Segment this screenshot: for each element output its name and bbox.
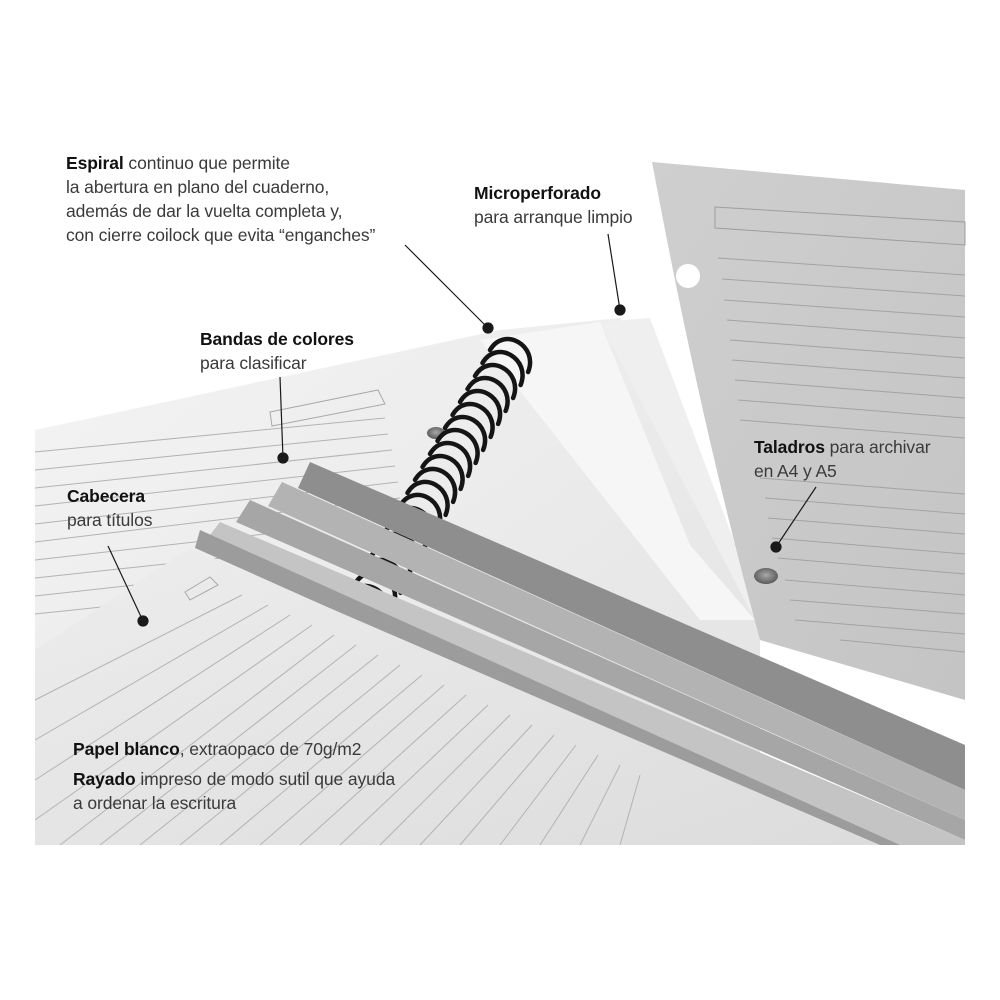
callout-text: además de dar la vuelta completa y, bbox=[66, 201, 343, 221]
callout-microperforado: Microperforado para arranque limpio bbox=[474, 181, 633, 229]
callout-espiral: Espiral continuo que permite la abertura… bbox=[66, 151, 375, 247]
callout-title: Papel blanco bbox=[73, 739, 180, 759]
callout-taladros: Taladros para archivar en A4 y A5 bbox=[754, 435, 931, 483]
callout-bandas: Bandas de colores para clasificar bbox=[200, 327, 354, 375]
leader-dot bbox=[482, 322, 494, 334]
callout-title: Microperforado bbox=[474, 183, 601, 203]
callout-text: en A4 y A5 bbox=[754, 461, 837, 481]
callout-title: Bandas de colores bbox=[200, 329, 354, 349]
callout-text: para títulos bbox=[67, 510, 153, 530]
punch-hole bbox=[754, 568, 778, 584]
callout-text: la abertura en plano del cuaderno, bbox=[66, 177, 330, 197]
callout-cabecera: Cabecera para títulos bbox=[67, 484, 152, 532]
callout-text: impreso de modo sutil que ayuda bbox=[135, 769, 396, 789]
callout-text: para archivar bbox=[824, 437, 931, 457]
callout-text: , extraopaco de 70g/m2 bbox=[179, 739, 362, 759]
callout-rayado: Rayado impreso de modo sutil que ayuda a… bbox=[73, 767, 395, 815]
callout-text: para arranque limpio bbox=[474, 207, 633, 227]
callout-text: continuo que permite bbox=[123, 153, 290, 173]
leader-dot bbox=[614, 304, 626, 316]
callout-papel: Papel blanco, extraopaco de 70g/m2 bbox=[73, 737, 362, 761]
callout-title: Cabecera bbox=[67, 486, 146, 506]
callout-title: Taladros bbox=[754, 437, 825, 457]
lifted-gray-page bbox=[652, 162, 966, 700]
callout-title: Espiral bbox=[66, 153, 124, 173]
callout-text: a ordenar la escritura bbox=[73, 793, 237, 813]
leader-lines bbox=[107, 233, 817, 627]
leader-dot bbox=[770, 541, 782, 553]
leader-dot bbox=[277, 452, 289, 464]
punch-hole bbox=[676, 264, 700, 288]
callout-text: para clasificar bbox=[200, 353, 307, 373]
color-bands bbox=[195, 462, 965, 845]
middle-page bbox=[480, 318, 760, 620]
callout-title: Rayado bbox=[73, 769, 136, 789]
callout-text: con cierre coilock que evita “enganches” bbox=[66, 225, 376, 245]
leader-dot bbox=[137, 615, 149, 627]
front-page bbox=[34, 548, 880, 846]
